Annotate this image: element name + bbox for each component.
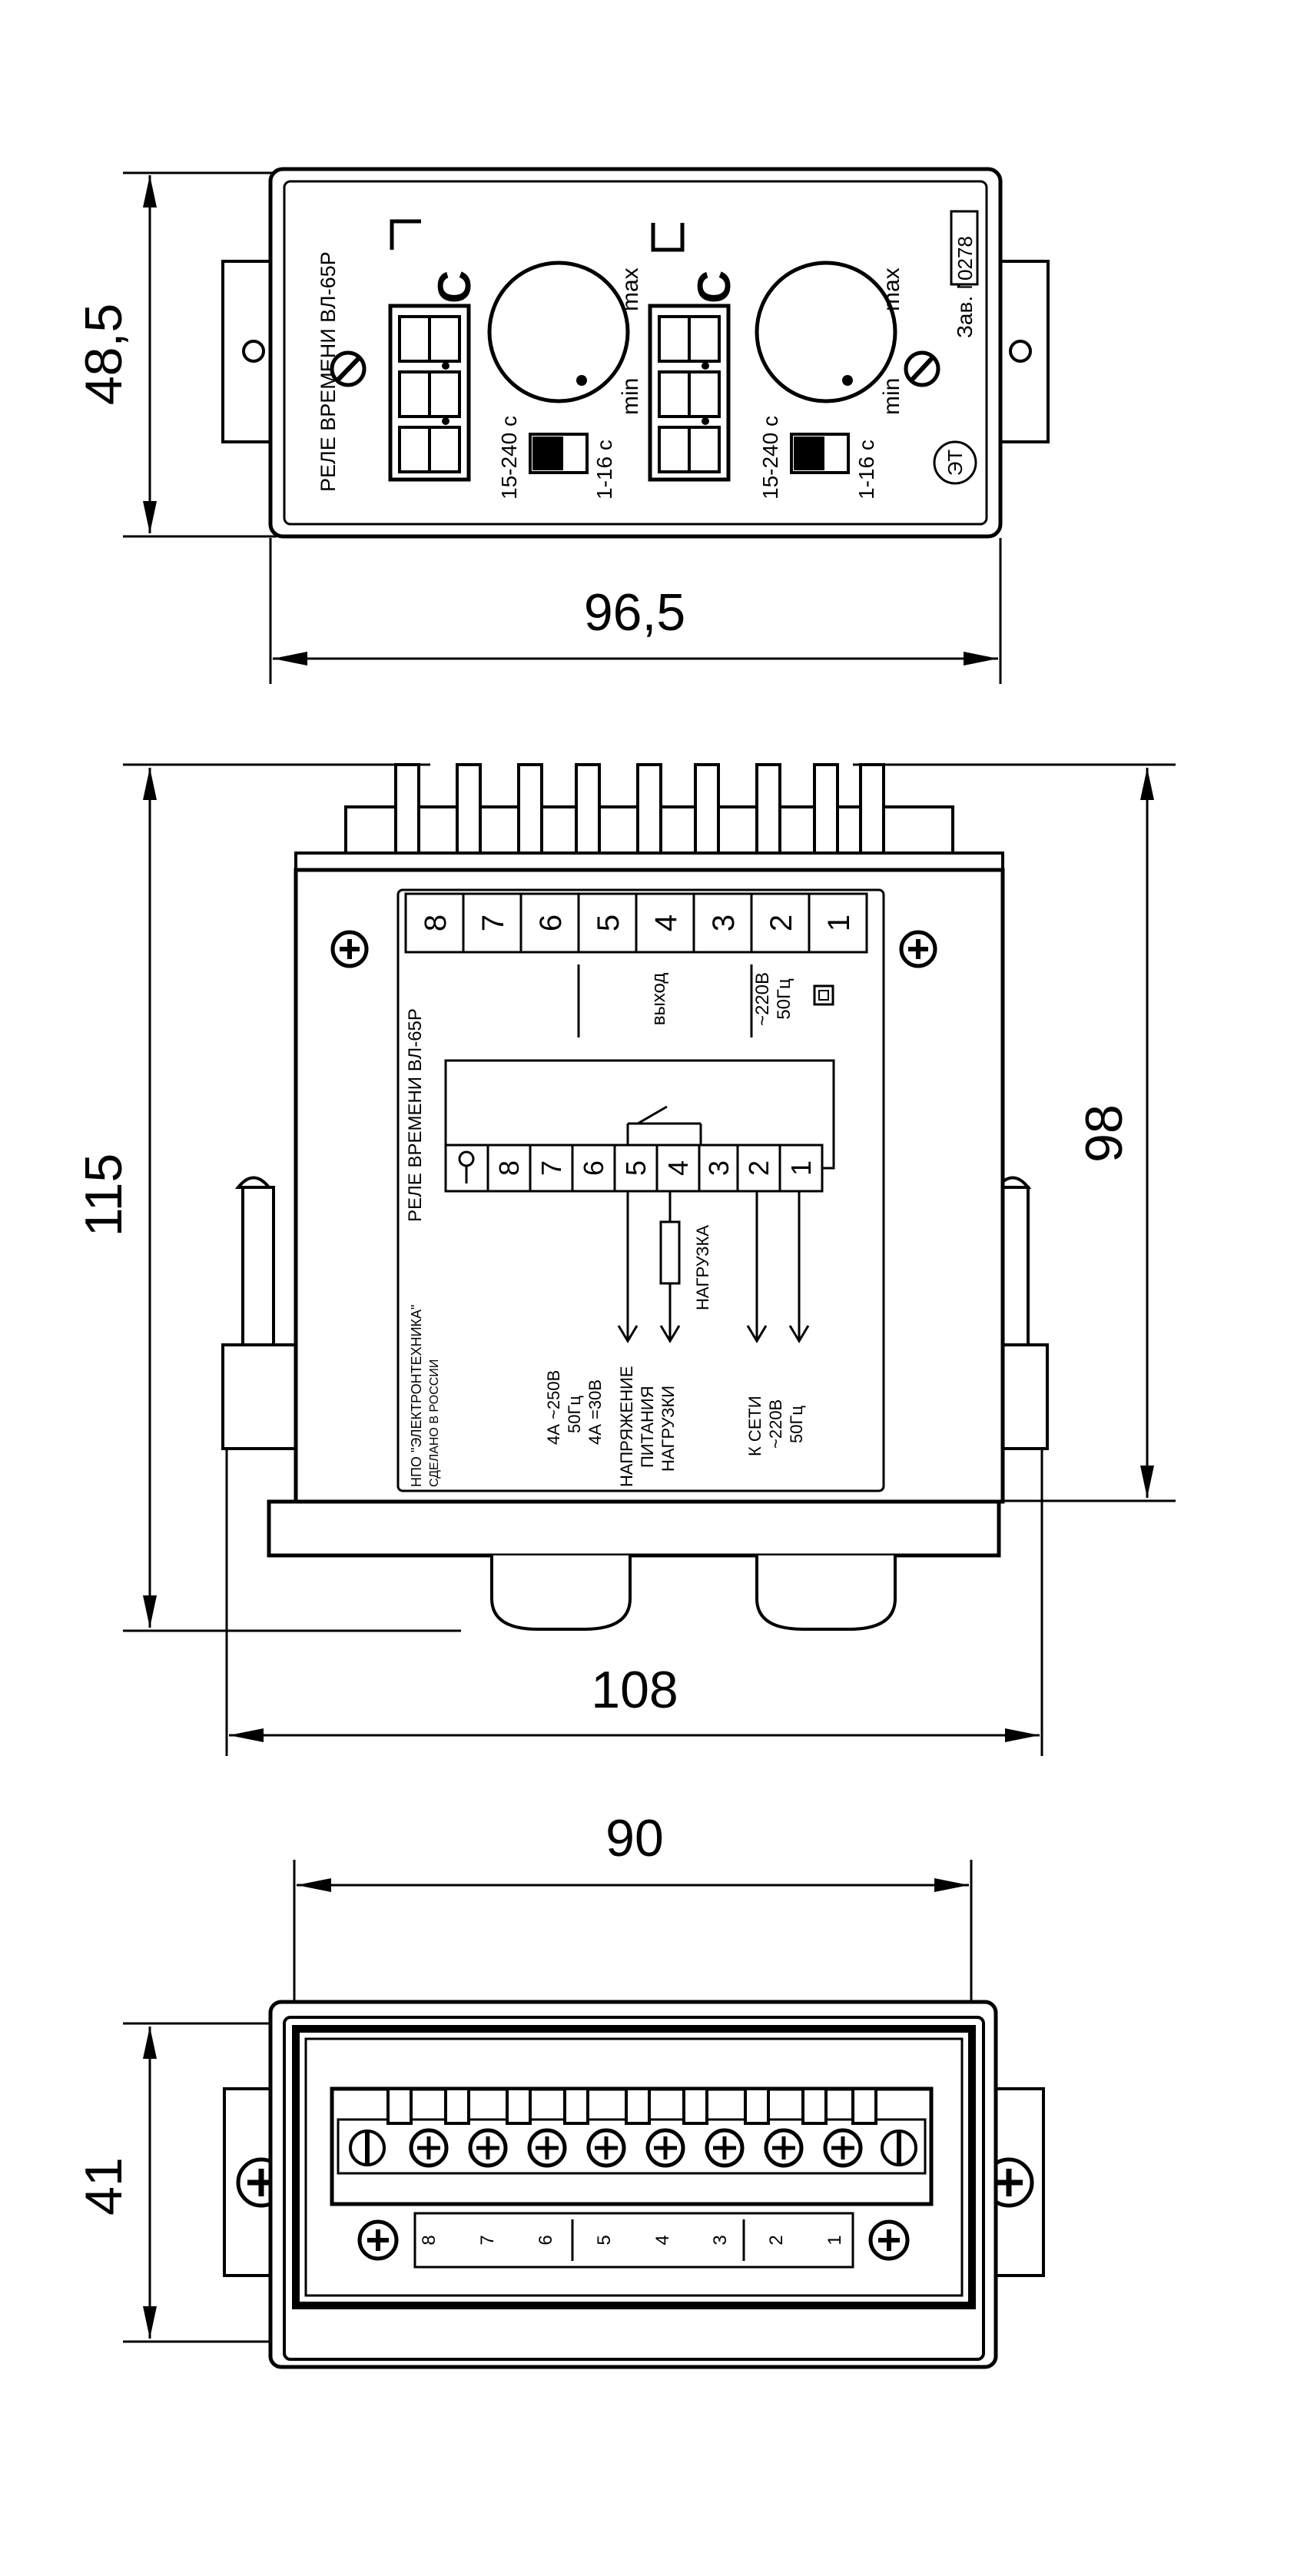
side-screw-left (330, 930, 369, 968)
strip-screw-left (357, 2219, 399, 2261)
output-label: выход (648, 973, 669, 1026)
load-supply-1: НАПРЯЖЕНИЕ (617, 1366, 636, 1487)
dim-width-96-5: 96,5 (584, 583, 685, 642)
terminal-7: 7 (536, 1160, 567, 1176)
wiring-arrows (617, 1191, 810, 1343)
load-supply-2: ПИТАНИЯ (638, 1386, 657, 1468)
wiring-lines (444, 1059, 835, 1170)
header-num-8: 8 (419, 915, 453, 931)
supply-label: ~220В (752, 972, 773, 1026)
label-header-cells: 8 7 6 5 4 3 2 1 (404, 892, 868, 954)
right-digit-display (648, 304, 731, 482)
side-screw-right (899, 930, 937, 968)
left-mounting-clip (221, 1176, 297, 1450)
left-digit-display (388, 304, 471, 482)
terminal-1: 1 (785, 1160, 817, 1176)
terminal-3: 3 (703, 1160, 735, 1176)
mains-3: 50Гц (787, 1406, 806, 1443)
svg-text:ЭТ: ЭТ (944, 450, 967, 476)
logo-icon: ЭТ (933, 440, 977, 485)
supply-freq: 50Гц (774, 978, 794, 1020)
marker-strip: 8 7 6 5 4 3 2 1 (357, 2212, 910, 2269)
terminal-8: 8 (493, 1160, 525, 1176)
strip-num-8: 8 (419, 2235, 440, 2245)
label-terminal-row: 8 7 6 5 4 3 2 1 (444, 1144, 824, 1193)
left-time-knob[interactable] (487, 261, 630, 403)
terminal-screws[interactable] (409, 2128, 863, 2168)
front-view: 48,5 96,5 РЕЛЕ ВРЕМЕНИ ВЛ-65Р С (75, 167, 1050, 684)
left-range-high: 15-240 с (497, 416, 521, 500)
left-range-switch[interactable] (529, 433, 589, 474)
right-knob-min: min (879, 378, 904, 415)
strip-num-2: 2 (766, 2235, 787, 2245)
terminal-4: 4 (662, 1160, 694, 1176)
right-range-switch[interactable] (790, 433, 850, 474)
front-screw-right (904, 350, 940, 387)
dim-width-90: 90 (605, 1809, 664, 1867)
strip-screw-right (868, 2219, 910, 2261)
strip-num-5: 5 (594, 2235, 615, 2245)
header-num-4: 4 (649, 915, 683, 931)
terminal-2: 2 (743, 1160, 775, 1176)
rating-dc: 4А =30В (585, 1379, 605, 1445)
header-num-6: 6 (534, 915, 568, 931)
header-num-7: 7 (476, 915, 510, 931)
dim-height-48-5: 48,5 (75, 304, 133, 405)
maker-label: НПО "ЭЛЕКТРОНТЕХНИКА" (409, 1305, 424, 1487)
ground-terminal-icon (458, 1150, 475, 1183)
terminal-view: 90 41 (75, 1809, 1045, 2369)
terminal-5: 5 (620, 1160, 652, 1176)
front-screw-left (330, 350, 367, 387)
serial-number: 0278 (954, 236, 977, 281)
rating-ac: 4А ~250В (544, 1370, 563, 1445)
strip-num-3: 3 (710, 2235, 731, 2245)
side-view: 115 98 108 (75, 763, 1176, 1756)
load-supply-3: НАГРУЗКИ (658, 1386, 678, 1472)
strip-num-1: 1 (824, 2235, 845, 2245)
class2-icon (813, 984, 834, 1006)
dim-height-41: 41 (75, 2157, 133, 2216)
terminal-end-screw-right (881, 2130, 917, 2166)
strip-num-7: 7 (477, 2235, 498, 2245)
header-num-5: 5 (592, 915, 625, 931)
right-knob-max: max (879, 267, 904, 311)
rating-ac-freq: 50Гц (565, 1396, 584, 1433)
strip-num-4: 4 (652, 2235, 673, 2245)
right-range-high: 15-240 с (758, 416, 782, 500)
header-num-2: 2 (765, 915, 798, 931)
right-range-low: 1-16 с (854, 440, 878, 500)
right-unit-c: С (688, 271, 740, 304)
strip-num-6: 6 (536, 2235, 556, 2245)
left-knob-max: max (618, 267, 643, 311)
terminal-6: 6 (578, 1160, 609, 1176)
made-in-label: СДЕЛАНО В РОССИИ (428, 1359, 441, 1487)
header-num-1: 1 (822, 915, 856, 931)
mains-1: К СЕТИ (745, 1396, 765, 1456)
left-unit-c: С (429, 271, 480, 304)
dim-height-98: 98 (1075, 1104, 1133, 1163)
left-knob-min: min (618, 378, 643, 415)
mains-2: ~220В (766, 1399, 785, 1449)
right-time-knob[interactable] (755, 261, 897, 403)
dim-width-108: 108 (591, 1661, 678, 1719)
header-num-3: 3 (707, 915, 741, 931)
label-device-name: РЕЛЕ ВРЕМЕНИ ВЛ-65Р (405, 1008, 426, 1222)
left-range-low: 1-16 с (592, 440, 616, 500)
dim-height-115: 115 (75, 1154, 133, 1237)
top-terminal-posts (294, 763, 1004, 871)
load-label: НАГРУЗКА (693, 1225, 712, 1310)
terminal-end-screw-left (349, 2130, 386, 2166)
